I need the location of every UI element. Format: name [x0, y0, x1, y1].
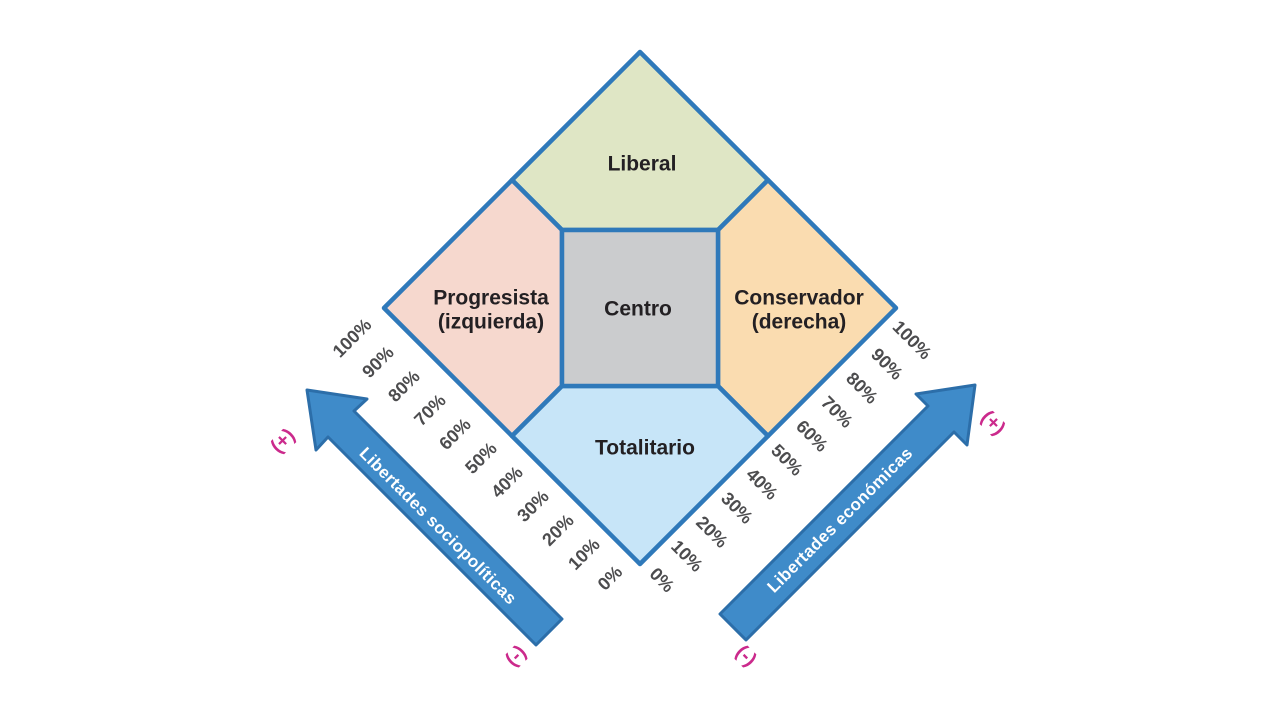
- region-totalitario: [509, 383, 771, 567]
- regions: [381, 49, 899, 567]
- region-conservador-sublabel: (derecha): [752, 311, 847, 334]
- region-totalitario-label: Totalitario: [595, 437, 695, 460]
- region-progresista-label: Progresista: [433, 287, 549, 310]
- region-centro: [559, 227, 721, 389]
- region-liberal-label: Liberal: [608, 153, 677, 176]
- region-labels: Liberal Progresista (izquierda) Conserva…: [433, 153, 864, 460]
- region-progresista-sublabel: (izquierda): [438, 311, 544, 334]
- axis-left-arrow: [305, 388, 564, 647]
- region-centro-label: Centro: [604, 298, 672, 321]
- region-conservador-label: Conservador: [734, 287, 864, 310]
- axis-right-arrow: [718, 383, 977, 642]
